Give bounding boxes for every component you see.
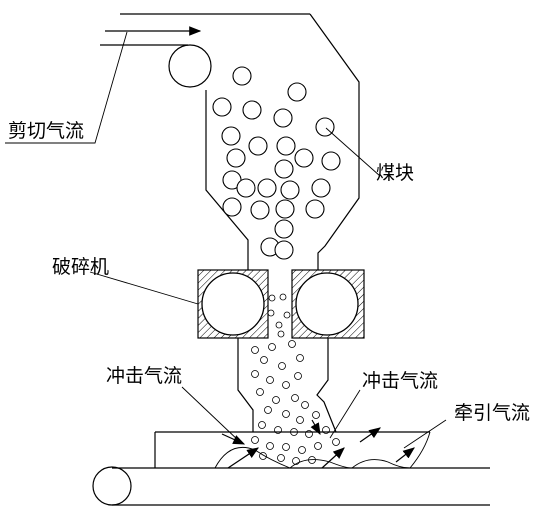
feed-roller: [168, 44, 212, 88]
coal-lumps: [212, 66, 341, 260]
label-coal-lumps: 煤块: [376, 162, 415, 184]
crusher: [197, 269, 365, 339]
label-impact-airflow-left: 冲击气流: [106, 365, 183, 387]
leader-lines: [5, 31, 447, 449]
impact-arrows: [221, 419, 415, 469]
bottom-conveyor: [92, 431, 490, 506]
crushed-particles-gap: [267, 293, 291, 338]
fine-particles: [251, 340, 340, 465]
label-shear-airflow: 剪切气流: [8, 120, 85, 142]
label-impact-airflow-right: 冲击气流: [362, 370, 439, 392]
feed-belt: [100, 13, 310, 88]
label-traction-airflow: 牵引气流: [454, 402, 531, 424]
label-crusher: 破碎机: [52, 256, 110, 278]
bottom-roller: [92, 466, 132, 506]
lower-chute: [237, 338, 337, 433]
